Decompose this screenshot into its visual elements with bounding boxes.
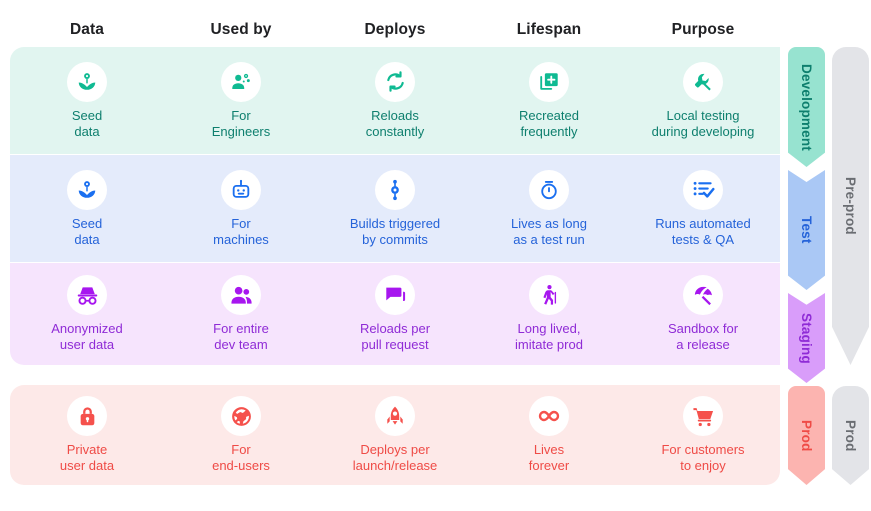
cell-prod-purpose: For customers to enjoy [626, 396, 780, 474]
robot-icon [221, 169, 261, 210]
cell-label: Sandbox for a release [667, 321, 739, 352]
stage-arrow-prod[interactable]: Prod [788, 386, 825, 485]
cell-test-purpose: Runs automated tests & QA [626, 169, 780, 248]
cell-development-data: Seed data [10, 61, 164, 140]
cell-test-deploys: Builds triggered by commits [318, 169, 472, 248]
stage-arrow-staging[interactable]: Staging [788, 293, 825, 383]
stage-arrow-development[interactable]: Development [788, 47, 825, 167]
cell-staging-lifespan: Long lived, imitate prod [472, 275, 626, 353]
stopwatch-icon [529, 169, 569, 210]
people-icon [221, 275, 261, 315]
cell-staging-data: Anonymized user data [10, 275, 164, 353]
row-development: Seed data For Engineers [10, 47, 780, 154]
cell-label: For end-users [212, 442, 270, 473]
cell-label: Private user data [59, 442, 115, 473]
cell-label: Seed data [71, 215, 103, 247]
cell-label: For entire dev team [213, 321, 269, 352]
cell-label: For Engineers [211, 107, 271, 139]
cell-label: Deploys per launch/release [352, 442, 438, 473]
cell-label: Local testing during developing [651, 107, 755, 139]
column-header-data: Data [70, 21, 104, 38]
checklist-icon [683, 169, 723, 210]
group-arrow-prod[interactable]: Prod [832, 386, 869, 485]
group-label: Prod [843, 419, 858, 452]
beach-umbrella-icon [683, 275, 723, 315]
group-label: Pre-prod [843, 177, 858, 235]
stage-arrow-test[interactable]: Test [788, 170, 825, 290]
column-header-purpose: Purpose [671, 21, 735, 38]
cell-development-lifespan: Recreated frequently [472, 61, 626, 140]
cell-prod-data: Private user data [10, 396, 164, 474]
stage-label: Development [799, 63, 814, 151]
cell-label: Lives forever [528, 442, 570, 473]
cell-development-deploys: Reloads constantly [318, 61, 472, 140]
stage-label: Test [799, 216, 814, 244]
cell-staging-deploys: Reloads per pull request [318, 275, 472, 353]
cell-development-used-by: For Engineers [164, 61, 318, 140]
group-arrow-pre-prod[interactable]: Pre-prod [832, 47, 869, 365]
cell-label: Long lived, imitate prod [515, 321, 583, 352]
cell-staging-purpose: Sandbox for a release [626, 275, 780, 353]
cell-label: Reloads per pull request [359, 321, 431, 352]
stage-label: Prod [799, 419, 814, 452]
cell-prod-deploys: Deploys per launch/release [318, 396, 472, 474]
chat-bubble-icon [375, 275, 415, 315]
cell-label: Anonymized user data [51, 321, 123, 352]
copy-plus-icon [529, 61, 569, 102]
flower-seed-icon [67, 61, 107, 102]
cell-prod-used-by: For end-users [164, 396, 318, 474]
column-header-row: Data Used by Deploys Lifespan Purpose [10, 14, 780, 46]
rocket-icon [375, 396, 415, 436]
cell-label: Builds triggered by commits [349, 215, 441, 247]
row-staging: Anonymized user data For entire dev team [10, 263, 780, 365]
cell-label: Runs automated tests & QA [655, 215, 751, 247]
row-prod: Private user data For end-users [10, 385, 780, 485]
refresh-loop-icon [375, 61, 415, 102]
elder-walk-icon [529, 275, 569, 315]
cell-label: For machines [213, 215, 269, 247]
wrench-icon [683, 61, 723, 102]
commit-node-icon [375, 169, 415, 210]
column-header-used-by: Used by [210, 21, 272, 38]
cell-development-purpose: Local testing during developing [626, 61, 780, 140]
cell-staging-used-by: For entire dev team [164, 275, 318, 353]
infinity-icon [529, 396, 569, 436]
column-header-lifespan: Lifespan [516, 21, 582, 38]
incognito-icon [67, 275, 107, 315]
engineer-icon [221, 61, 261, 102]
flower-seed-icon [67, 169, 107, 210]
shopping-cart-icon [683, 396, 723, 436]
cell-label: Seed data [71, 107, 103, 139]
cell-label: Lives as long as a test run [511, 215, 587, 247]
stage-label: Staging [799, 312, 814, 364]
cell-test-lifespan: Lives as long as a test run [472, 169, 626, 248]
globe-offline-icon [221, 396, 261, 436]
cell-label: For customers to enjoy [661, 442, 745, 473]
cell-test-data: Seed data [10, 169, 164, 248]
cell-label: Reloads constantly [365, 107, 425, 139]
cell-label: Recreated frequently [519, 107, 579, 139]
cell-test-used-by: For machines [164, 169, 318, 248]
column-header-deploys: Deploys [364, 21, 426, 38]
cell-prod-lifespan: Lives forever [472, 396, 626, 474]
row-test: Seed data For machines [10, 155, 780, 262]
lock-icon [67, 396, 107, 436]
